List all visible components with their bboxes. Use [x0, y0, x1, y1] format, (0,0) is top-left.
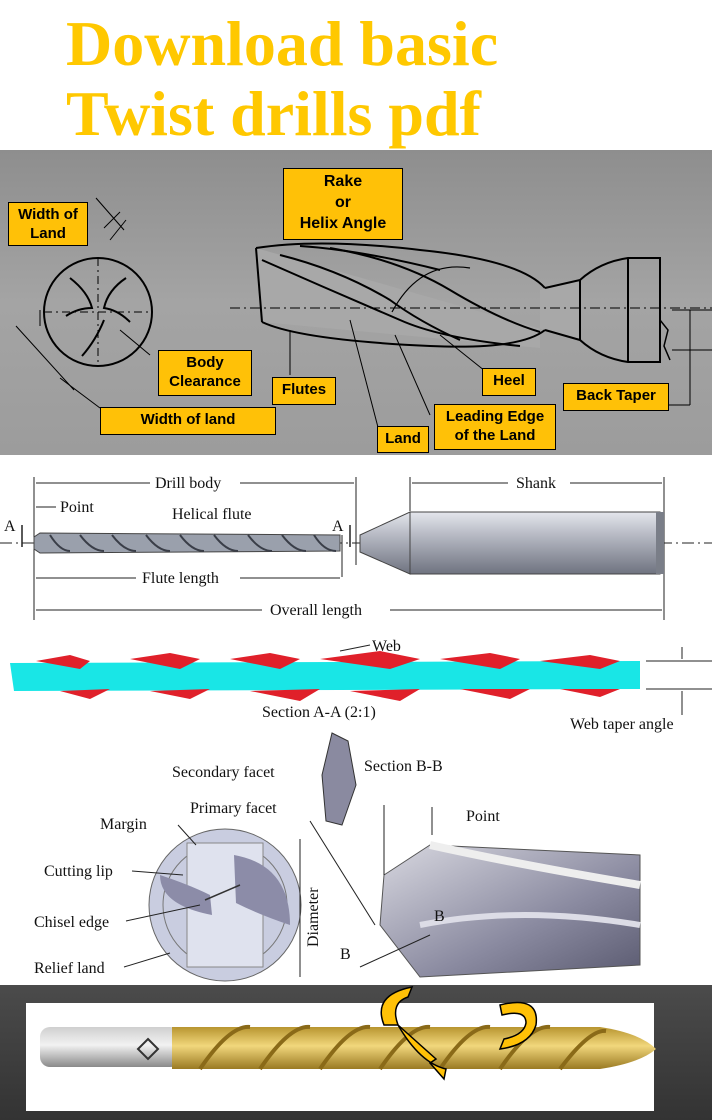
label-section-a-a: Section A-A (2:1) — [262, 704, 376, 721]
label-width-of-land-top: Width of Land — [8, 202, 88, 246]
label-margin: Margin — [100, 816, 147, 833]
gold-drill-photo-panel — [0, 985, 712, 1120]
label-point-bottom: Point — [466, 808, 500, 825]
drill-geometry-panel: Drill body Shank Point Helical flute A A… — [0, 455, 712, 985]
drill-point-end-view — [148, 828, 302, 982]
label-point-top: Point — [60, 499, 94, 516]
panel2-leader-lines — [123, 805, 433, 977]
label-heel: Heel — [482, 368, 536, 396]
label-b-upper: B — [434, 908, 445, 925]
drill-side-drawing — [33, 511, 664, 575]
title-line-1: Download basic — [66, 8, 499, 79]
label-primary-facet: Primary facet — [190, 800, 277, 817]
label-body-clearance: Body Clearance — [158, 350, 252, 396]
label-cutting-lip: Cutting lip — [44, 863, 113, 880]
twist-drill-anatomy-panel: Width of Land Rake or Helix Angle Body C… — [0, 150, 712, 455]
label-width-of-land-bottom: Width of land — [100, 407, 276, 435]
label-flutes: Flutes — [272, 377, 336, 405]
label-web-taper-angle: Web taper angle — [570, 716, 674, 733]
label-section-b-b: Section B-B — [364, 758, 443, 775]
label-secondary-facet: Secondary facet — [172, 764, 275, 781]
label-helical-flute: Helical flute — [172, 506, 252, 523]
label-diameter: Diameter — [305, 887, 322, 947]
title-line-2: Twist drills pdf — [66, 78, 481, 149]
label-leading-edge-of-land: Leading Edge of the Land — [434, 404, 556, 450]
label-drill-body: Drill body — [155, 475, 221, 492]
gold-drill-image — [0, 985, 712, 1120]
label-overall-length: Overall length — [270, 602, 362, 619]
label-chisel-edge: Chisel edge — [34, 914, 109, 931]
label-section-a-right: A — [332, 518, 344, 535]
drill-side-view — [230, 242, 712, 436]
label-b-lower: B — [340, 946, 351, 963]
label-web: Web — [372, 638, 401, 655]
label-rake-helix-angle: Rake or Helix Angle — [283, 168, 403, 240]
label-back-taper: Back Taper — [563, 383, 669, 411]
label-section-a-left: A — [4, 518, 16, 535]
label-shank: Shank — [516, 475, 556, 492]
section-a-a-drawing — [10, 644, 712, 715]
drill-end-view — [15, 197, 153, 409]
label-land: Land — [377, 426, 429, 453]
drill-geometry-drawing: Drill body Shank Point Helical flute A A… — [0, 475, 712, 982]
section-b-b-wedge — [321, 732, 357, 826]
label-flute-length: Flute length — [142, 570, 219, 587]
label-relief-land: Relief land — [34, 960, 105, 977]
drill-point-side-view — [379, 841, 641, 978]
page-title: Download basic Twist drills pdf — [0, 0, 712, 150]
